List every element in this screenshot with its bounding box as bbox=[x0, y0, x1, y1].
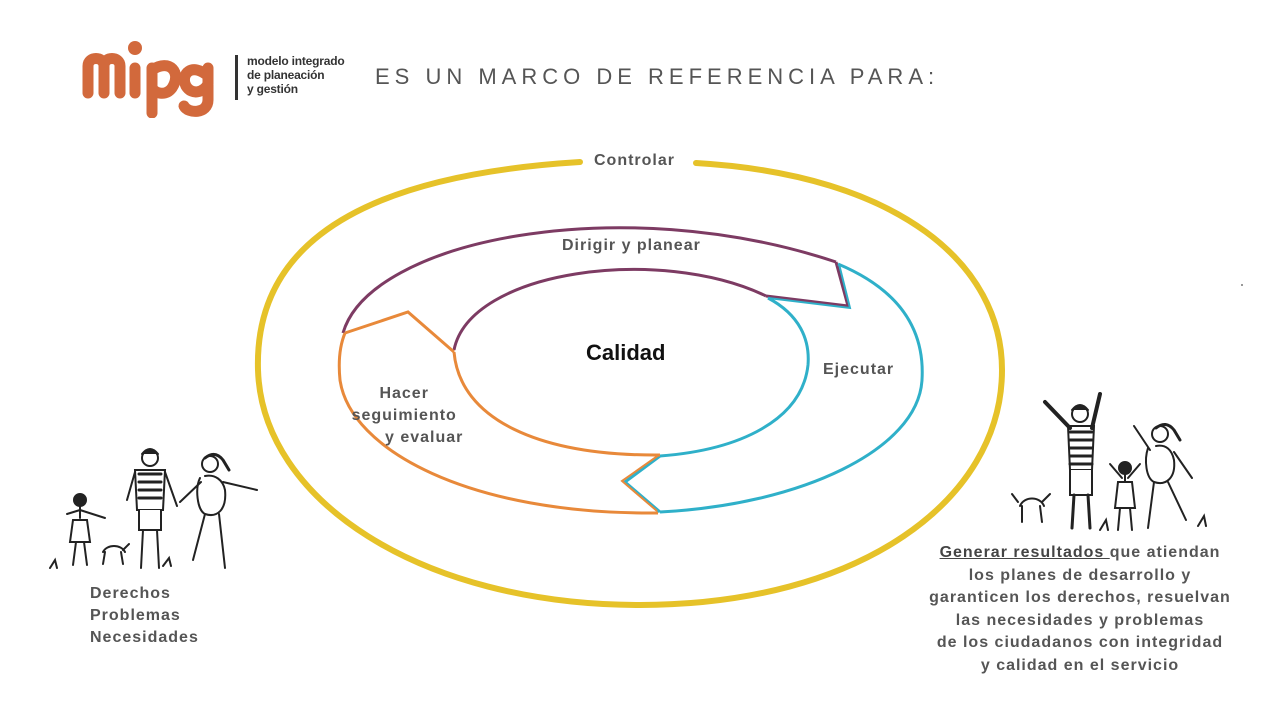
right-line-1-rest: que atiendan bbox=[1109, 544, 1221, 561]
right-line-4: las necesidades y problemas bbox=[955, 611, 1205, 629]
label-hacer-line-2: seguimiento bbox=[351, 407, 457, 424]
segment-plan-inner bbox=[452, 267, 767, 351]
right-line-3: garanticen los derechos, resuelvan bbox=[929, 589, 1231, 606]
family-celebrating-illustration bbox=[1011, 392, 1207, 531]
segment-execute-inner bbox=[659, 296, 810, 458]
generar-resultados-text: Generar resultados bbox=[939, 544, 1110, 561]
page-title: ES UN MARCO DE REFERENCIA PARA: bbox=[375, 64, 940, 89]
right-line-2: los planes de desarrollo y bbox=[968, 566, 1192, 584]
segment-plan-notch bbox=[765, 261, 851, 308]
right-line-1: Generar resultados que atiendan bbox=[910, 542, 1250, 565]
logo-divider bbox=[235, 55, 238, 100]
mipg-logo-icon bbox=[82, 41, 214, 118]
label-hacer-line-3: y evaluar bbox=[385, 429, 464, 446]
list-item-derechos: Derechos bbox=[90, 585, 171, 602]
left-list: Derechos Problemas Necesidades bbox=[90, 583, 199, 649]
segment-execute-outer bbox=[659, 262, 924, 514]
segment-evaluate-inner bbox=[452, 351, 661, 457]
label-hacer-line-1: Hacer bbox=[379, 385, 429, 402]
logo-line-1: modelo integrado bbox=[247, 54, 345, 68]
segment-evaluate-outer bbox=[337, 332, 659, 515]
list-item-necesidades: Necesidades bbox=[90, 629, 199, 646]
label-controlar: Controlar bbox=[594, 152, 675, 169]
family-walking-illustration bbox=[49, 448, 258, 569]
logo-text: modelo integrado de planeación y gestión bbox=[247, 54, 345, 96]
label-ejecutar: Ejecutar bbox=[823, 361, 895, 378]
logo-line-2: de planeación bbox=[247, 68, 325, 82]
segment-evaluate-notch bbox=[344, 310, 455, 354]
right-line-6: y calidad en el servicio bbox=[980, 656, 1180, 674]
logo-line-3: y gestión bbox=[247, 82, 298, 96]
outer-ring-controlar bbox=[254, 159, 1006, 609]
label-calidad: Calidad bbox=[586, 340, 666, 365]
segment-execute-bottom-notch bbox=[622, 454, 661, 514]
label-dirigir-planear: Dirigir y planear bbox=[562, 237, 701, 254]
segment-execute-notch bbox=[767, 263, 852, 310]
stray-dot bbox=[1241, 284, 1243, 286]
right-description: Generar resultados que atiendan los plan… bbox=[910, 542, 1250, 677]
segment-evaluate-bottom-notch bbox=[620, 454, 660, 512]
label-hacer-seguimiento: Hacer seguimiento y evaluar bbox=[345, 383, 463, 449]
segment-plan-outer bbox=[341, 226, 837, 334]
list-item-problemas: Problemas bbox=[90, 607, 181, 624]
right-line-5: de los ciudadanos con integridad bbox=[936, 634, 1224, 651]
